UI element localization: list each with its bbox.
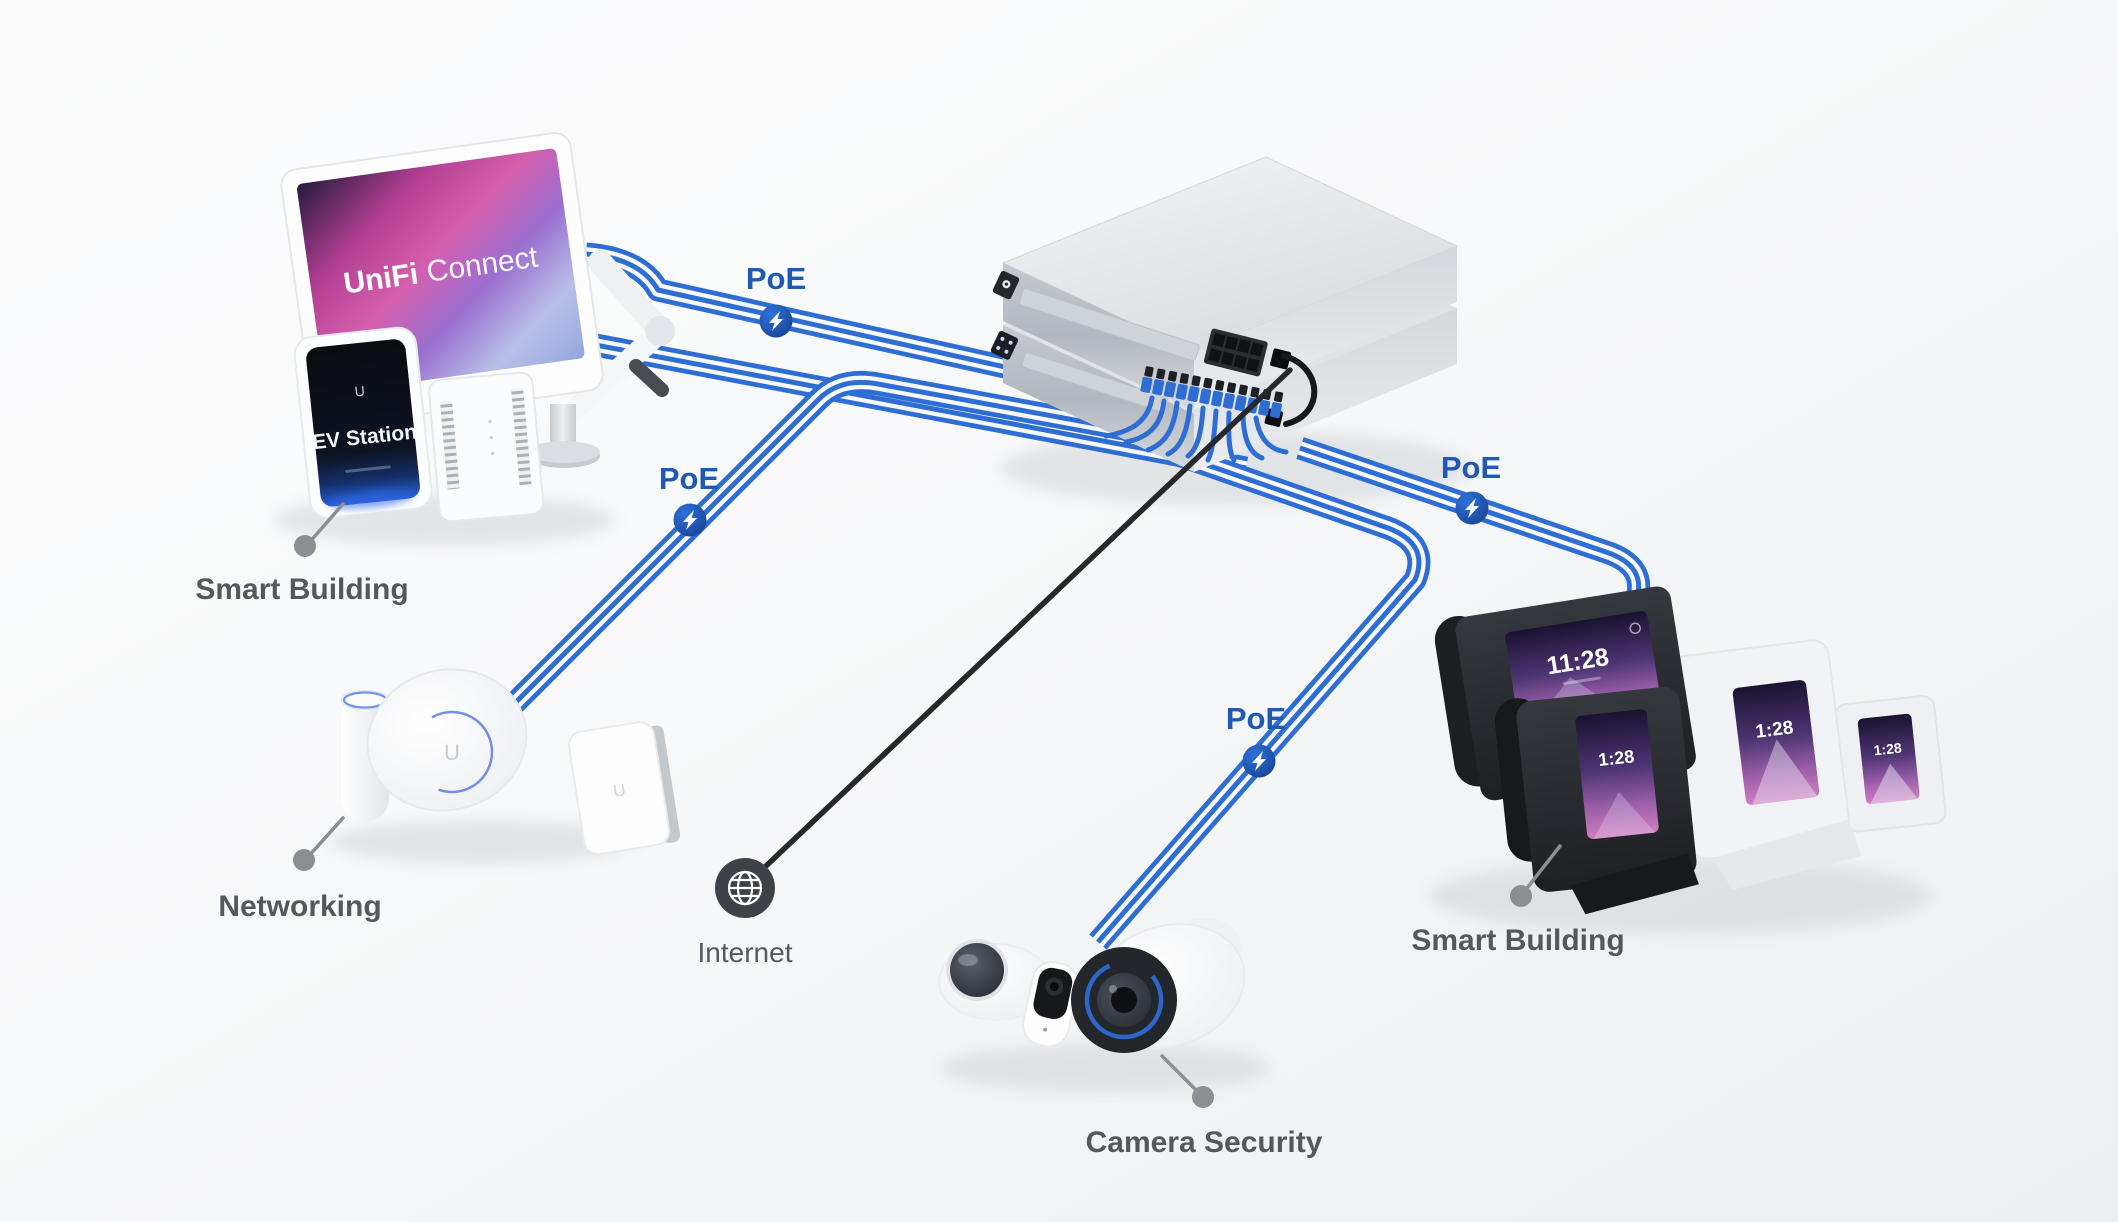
phone-small-black: 1:28: [1494, 686, 1699, 915]
wall-access-point: U: [567, 721, 681, 856]
cable-fanout: [1103, 395, 1289, 463]
u-logo-icon: U: [354, 383, 366, 400]
internet-node: [715, 858, 775, 918]
ceiling-access-point: U: [366, 668, 528, 812]
callouts: Smart Building Networking Internet Camer…: [195, 502, 1625, 1159]
switch-status-display: [990, 330, 1019, 360]
ev-station: U EV Station: [293, 326, 433, 519]
doorbell-camera: [1022, 961, 1080, 1048]
phone-group: 1:28 1:28 11:28 1:28: [1434, 586, 1947, 915]
label-networking: Networking: [218, 890, 381, 923]
rj45-port-block: [1203, 328, 1268, 377]
display-arm: [528, 250, 675, 468]
poe-label: PoE: [659, 461, 719, 496]
power-inlet: [992, 270, 1020, 300]
poe-label: PoE: [1441, 450, 1501, 485]
globe-icon: [727, 870, 763, 906]
label-camera-security: Camera Security: [1086, 1126, 1323, 1159]
label-internet: Internet: [698, 937, 793, 968]
wan-uplink-cable: [744, 353, 1318, 887]
poe-marker-cameras: PoE: [1226, 701, 1286, 778]
cable-bundle-cameras: [1098, 452, 1419, 942]
bullet-camera: [1071, 923, 1246, 1053]
poe-label: PoE: [746, 261, 806, 296]
poe-marker-display: PoE: [746, 261, 806, 338]
power-accessory-box: [428, 371, 545, 523]
poe-marker-networking: PoE: [659, 461, 719, 537]
label-smart-building-left: Smart Building: [195, 573, 408, 606]
u-logo-icon: U: [612, 780, 627, 801]
poe-label: PoE: [1226, 701, 1286, 736]
camera-group: [938, 918, 1246, 1053]
rack-stack: [990, 156, 1459, 472]
phone-clock: 1:28: [1873, 740, 1903, 759]
u-logo-icon: U: [444, 740, 460, 765]
poe-marker-phones: PoE: [1441, 450, 1501, 525]
phone-clock: 1:28: [1754, 717, 1794, 742]
phone-large-white: 1:28: [1646, 639, 1862, 890]
label-smart-building-right: Smart Building: [1411, 924, 1624, 957]
networking-devices: U U: [340, 668, 681, 856]
phone-clock: 1:28: [1597, 746, 1635, 770]
phone-small-white: 1:28: [1833, 695, 1947, 833]
dome-camera: [938, 939, 1052, 1021]
